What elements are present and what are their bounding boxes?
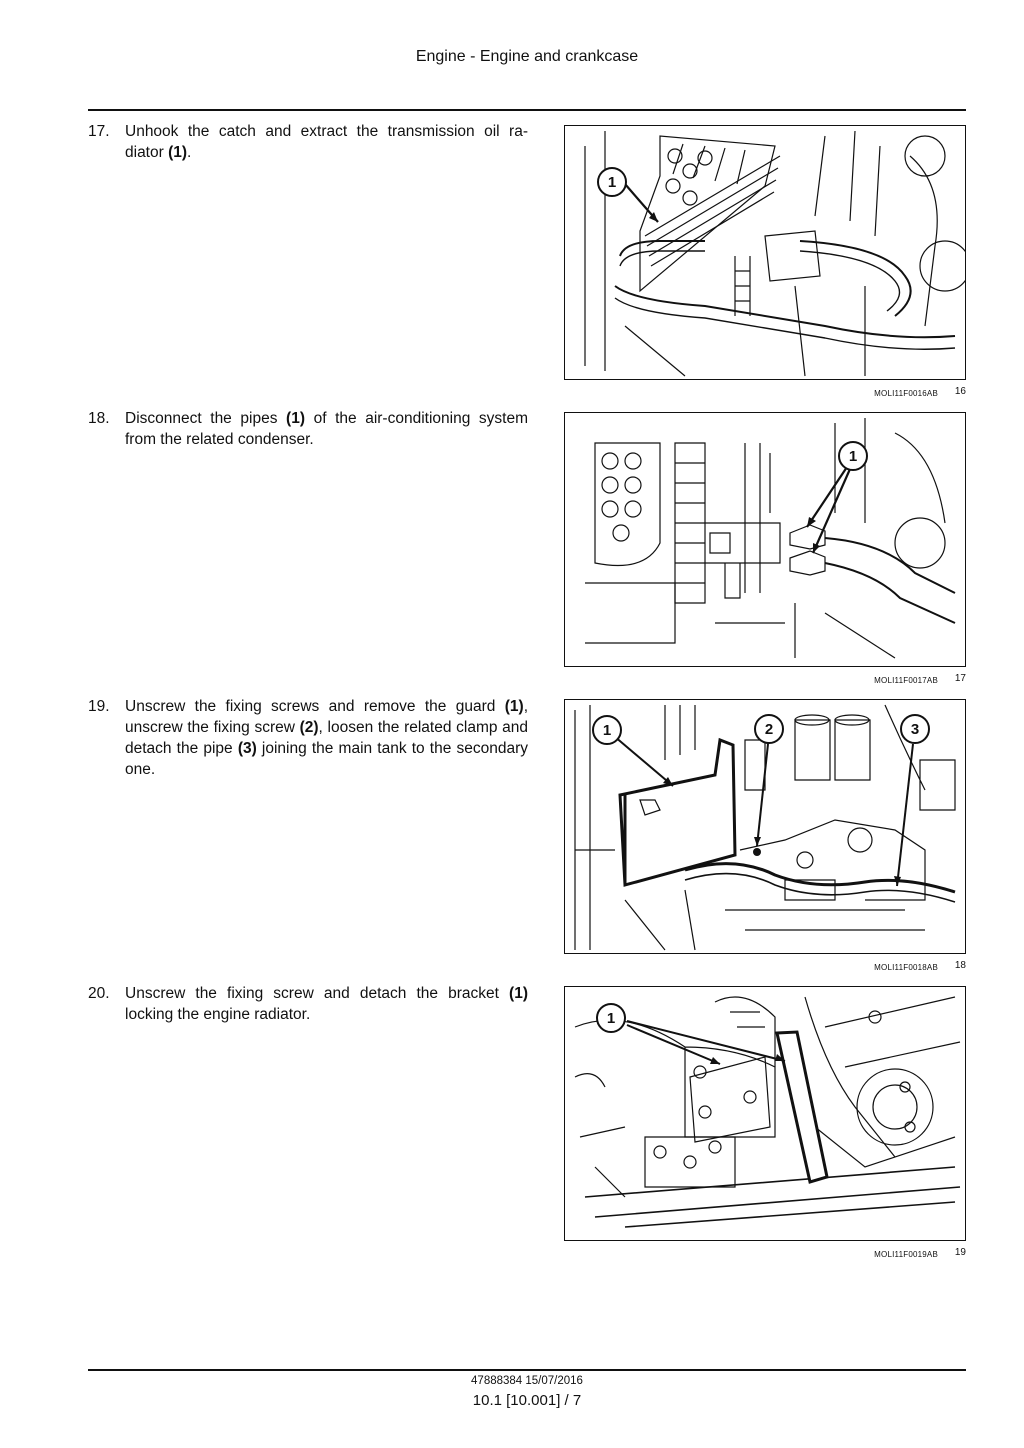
step-text: Unscrew the fixing screws and remove the… [125,698,528,778]
figure-number: 18 [954,960,966,971]
figure-radiator-bracket: 1 [564,986,966,1241]
step-text: Unhook the catch and extract the transmi… [125,123,528,161]
callout-1: 1 [849,448,857,465]
figure-air-conditioning-pipes: 1 [564,412,966,667]
step-19: 19. Unscrew the fixing screws and remove… [88,696,528,780]
callout-2: 2 [765,721,773,738]
figure-transmission-oil-radiator: 1 [564,125,966,380]
figure-guard-screw-pipe: 1 2 3 [564,699,966,954]
figure-number: 19 [954,1247,966,1258]
callout-1: 1 [603,722,611,739]
step-number: 20. [88,985,110,1002]
step-17: 17. Unhook the catch and extract the tra… [88,121,528,163]
footer-rule [88,1369,966,1371]
step-18: 18. Disconnect the pipes (1) of the air-… [88,408,528,450]
figure-number: 16 [954,386,966,397]
callout-1: 1 [608,174,616,191]
callout-3: 3 [911,721,919,738]
figure-code: MOLI11F0018AB [874,963,938,972]
step-20: 20. Unscrew the fixing screw and detach … [88,983,528,1025]
step-number: 18. [88,410,110,427]
callout-1: 1 [607,1010,615,1027]
figure-code: MOLI11F0019AB [874,1250,938,1259]
footer-document-reference: 47888384 15/07/2016 [471,1375,583,1387]
header-rule [88,109,966,111]
figure-code: MOLI11F0017AB [874,676,938,685]
step-text: Disconnect the pipes (1) of the air-cond… [125,410,528,448]
step-number: 17. [88,123,110,140]
figure-code: MOLI11F0016AB [874,389,938,398]
step-number: 19. [88,698,110,715]
figure-number: 17 [954,673,966,684]
page-header-title: Engine - Engine and crankcase [415,48,639,65]
step-text: Unscrew the fixing screw and detach the … [125,985,528,1023]
footer-page-reference: 10.1 [10.001] / 7 [472,1392,582,1409]
